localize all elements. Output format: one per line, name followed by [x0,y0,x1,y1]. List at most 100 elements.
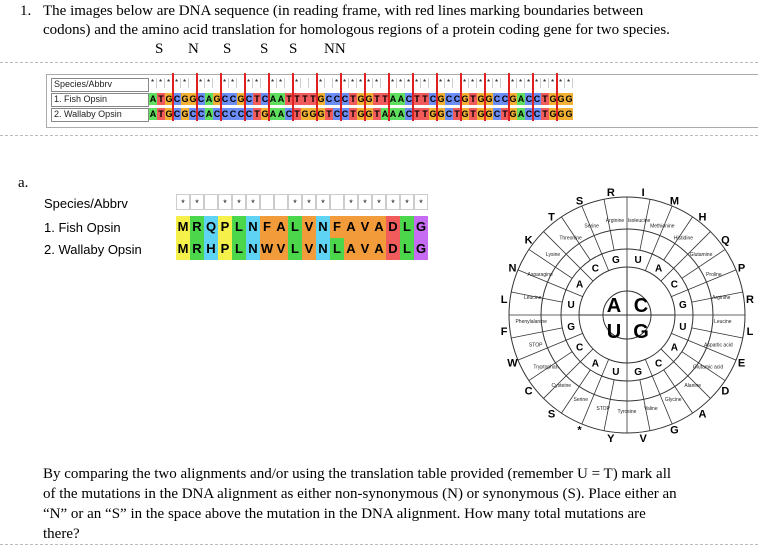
wheel-ring-letter: A [671,343,678,354]
wheel-spoke [561,369,591,414]
amino-acid: A [344,216,358,238]
wheel-outer-letter: M [670,195,679,207]
conservation-mark: * [349,78,357,88]
conservation-mark: * [269,78,277,88]
wheel-spoke [687,339,737,361]
amino-acid: N [246,238,260,260]
instructions-line-3: “N” or an “S” in the space above the mut… [43,506,646,522]
nucleotide: C [405,93,413,105]
wheel-ring-letter: A [576,279,583,290]
conservation-mark: * [149,78,157,88]
amino-acid: P [218,216,232,238]
amino-acid: G [414,238,428,260]
nucleotide: A [149,108,157,120]
instructions-line-2: of the mutations in the DNA alignment as… [43,486,677,502]
nucleotide: G [477,108,485,120]
amino-acid: F [260,216,274,238]
conservation-mark: * [190,194,204,210]
amino-acid: H [204,238,218,260]
wheel-amino-name: Leucine [714,319,732,325]
conservation-mark: * [316,194,330,210]
conservation-mark: * [221,78,229,88]
nucleotide: A [205,93,213,105]
nucleotide: G [317,93,325,105]
wheel-outer-letter: * [577,425,582,437]
conservation-mark: * [341,78,349,88]
conservation-mark: * [176,194,190,210]
mark-4: S [260,41,269,57]
wheel-ring-letter: C [576,343,583,354]
wheel-outer-letter: L [501,294,508,306]
wheel-outer-letter: W [507,357,518,369]
amino-acid: L [232,216,246,238]
nucleotide: G [485,108,493,120]
conservation-mark: * [302,194,316,210]
wheel-spoke [673,231,711,269]
nucleotide: T [349,108,357,120]
conservation-mark: * [181,78,189,88]
protein-row-label-1: 1. Fish Opsin [44,220,121,235]
nucleotide: T [325,108,333,120]
conservation-mark: * [246,194,260,210]
conservation-mark: * [557,78,565,88]
codon-boundary-line [268,73,270,121]
nucleotide: A [277,108,285,120]
amino-acid: R [190,216,204,238]
conservation-mark: * [288,194,302,210]
wheel-outer-letter: S [576,195,583,207]
wheel-spoke [639,199,651,251]
nucleotide: C [173,93,181,105]
dna-alignment: Species/Abbrv 1. Fish Opsin 2. Wallaby O… [46,73,758,128]
nucleotide: G [477,93,485,105]
codon-boundary-line [532,73,534,121]
wheel-spoke [601,253,610,271]
wheel-amino-name: Leucine [524,295,542,301]
nucleotide: A [397,93,405,105]
nucleotide: A [517,108,525,120]
nucleotide: C [341,108,349,120]
nucleotide: G [437,108,445,120]
wheel-ring-letter: U [567,300,574,311]
nucleotide: G [485,93,493,105]
nucleotide: C [501,93,509,105]
wheel-spoke [651,375,673,425]
wheel-amino-name: Valine [644,406,658,412]
nucleotide: A [389,93,397,105]
nucleotide: G [461,93,469,105]
nucleotide: T [541,108,549,120]
wheel-amino-name: Cysteine [552,383,572,389]
wheel-spoke [581,375,603,425]
wheel-outer-letter: Y [607,433,615,443]
nucleotide: A [397,108,405,120]
wheel-ring-letter: G [612,255,620,266]
amino-acid: L [288,216,302,238]
conservation-mark: * [389,78,397,88]
wheel-spoke [681,249,726,279]
wheel-spoke [511,327,563,339]
nucleotide: C [197,93,205,105]
conservation-mark: * [253,78,261,88]
conservation-mark: * [218,194,232,210]
conservation-mark [330,194,344,210]
codon-boundary-line [460,73,462,121]
question-number: 1. [20,3,32,19]
wheel-amino-name: STOP [596,406,610,412]
conservation-mark: * [509,78,517,88]
wheel-center-c: C [634,295,648,317]
nucleotide: T [293,93,301,105]
conservation-mark: * [365,78,373,88]
mark-3: S [223,41,232,57]
divider [0,544,758,545]
nucleotide: G [357,93,365,105]
nucleotide: G [181,108,189,120]
codon-boundary-line [316,73,318,121]
codon-boundary-line [484,73,486,121]
wheel-ring-letter: C [671,279,678,290]
amino-acid: V [274,238,288,260]
nucleotide: C [189,108,197,120]
nucleotide: G [365,108,373,120]
nucleotide: C [405,108,413,120]
conservation-mark: * [157,78,165,88]
